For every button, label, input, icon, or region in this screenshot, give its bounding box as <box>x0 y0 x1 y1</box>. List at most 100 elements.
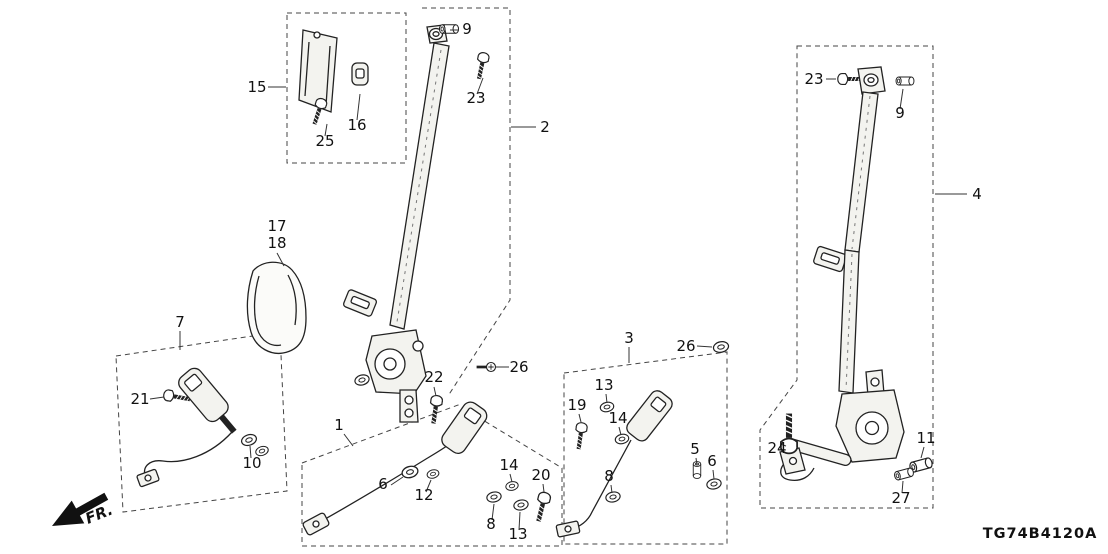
callout-18: 18 <box>267 234 286 252</box>
leader-line <box>779 443 787 447</box>
leader-line <box>491 503 495 521</box>
pillar-garnish-part <box>298 29 338 113</box>
bushing-27 <box>893 466 915 482</box>
boundary-belt-4 <box>759 45 934 509</box>
callout-6-left: 6 <box>378 475 388 493</box>
washer-8-left <box>485 490 503 504</box>
washer-12 <box>425 467 441 481</box>
callout-27: 27 <box>891 489 910 507</box>
leader-line <box>920 446 925 459</box>
callout-14-left: 14 <box>499 456 518 474</box>
leader-line <box>149 396 165 400</box>
leader-line <box>578 413 582 423</box>
callout-17: 17 <box>267 217 286 235</box>
callout-26-left: 26 <box>509 358 528 376</box>
callout-9-left: 9 <box>462 20 472 38</box>
boundary-buckle-7 <box>115 331 288 513</box>
leader-line <box>618 426 622 436</box>
callout-22: 22 <box>424 368 443 386</box>
callout-12: 12 <box>414 486 433 504</box>
leader-line <box>610 484 613 494</box>
leader-line <box>696 345 713 348</box>
leader-line <box>433 386 437 397</box>
leader-lines <box>149 29 967 531</box>
callout-24: 24 <box>767 439 786 457</box>
leader-line <box>509 473 513 483</box>
callout-16: 16 <box>347 116 366 134</box>
leader-line <box>605 393 608 404</box>
boundary-belt-2 <box>422 7 511 397</box>
callout-23-right: 23 <box>804 70 823 88</box>
callout-13-right: 13 <box>594 376 613 394</box>
callout-8-left: 8 <box>486 515 496 533</box>
callout-14-right: 14 <box>608 409 627 427</box>
leader-line <box>476 77 484 95</box>
fr-direction-indicator: FR. <box>52 492 115 528</box>
washer-8-right <box>604 490 622 504</box>
leader-line <box>356 93 361 121</box>
callout-25: 25 <box>315 132 334 150</box>
callout-11: 11 <box>916 429 935 447</box>
bolt-23-left <box>474 52 490 80</box>
retractor-outer <box>365 329 427 423</box>
callout-8-right: 8 <box>604 467 614 485</box>
anchor-cover-part <box>246 261 307 355</box>
leader-line <box>390 476 404 486</box>
buckle-set-3 <box>555 390 723 538</box>
buckle-1-body <box>441 401 488 454</box>
bolt-20 <box>533 491 552 523</box>
callout-15: 15 <box>247 78 266 96</box>
diagram-part-code: TG74B4120A <box>983 526 1098 542</box>
callout-10: 10 <box>242 454 261 472</box>
callout-13-left: 13 <box>508 525 527 543</box>
leader-line <box>712 469 715 480</box>
callouts: 9 23 2 15 16 25 17 18 7 21 10 22 26 1 6 … <box>130 20 981 543</box>
anchor-plate-3 <box>555 520 581 538</box>
leader-line <box>542 483 545 493</box>
retractor-inner <box>780 369 905 482</box>
washer-14-right <box>613 432 631 446</box>
boundary-lapbelt-1 <box>301 404 563 547</box>
bolt-22 <box>428 395 443 424</box>
callout-7: 7 <box>175 313 185 331</box>
seatbelt-assembly-outer <box>342 24 497 424</box>
dashed-boundaries <box>115 7 934 547</box>
seatbelt-assembly-inner <box>711 66 934 482</box>
leader-line <box>343 433 354 447</box>
callout-4: 4 <box>972 185 982 203</box>
bolt-19 <box>573 422 587 450</box>
latch-plate-inner <box>813 245 847 273</box>
washer-14-left <box>504 479 520 493</box>
callout-3: 3 <box>624 329 634 347</box>
screw-26-left <box>475 361 497 373</box>
leader-line <box>899 88 904 110</box>
washer-6-left <box>400 463 420 481</box>
latch-plate-outer <box>342 289 378 317</box>
buckle-3-body <box>626 390 673 442</box>
callout-2: 2 <box>540 118 550 136</box>
callout-6-right: 6 <box>707 452 717 470</box>
leader-line <box>901 480 904 494</box>
washer-retractor <box>353 372 371 388</box>
leader-line <box>518 511 521 531</box>
callout-26-right: 26 <box>676 337 695 355</box>
leader-line <box>276 252 285 267</box>
callout-23-left: 23 <box>466 89 485 107</box>
bushing-9-left <box>438 24 460 34</box>
buckle-set-7 <box>136 367 270 488</box>
callout-5: 5 <box>690 440 700 458</box>
lapbelt-set-1 <box>302 401 552 536</box>
leader-line <box>324 123 328 137</box>
leader-line <box>249 445 252 459</box>
anchor-plate-7 <box>136 468 160 488</box>
callout-9-right: 9 <box>895 104 905 122</box>
garnish-clip-part <box>351 62 369 86</box>
boundary-buckle-3 <box>563 351 728 545</box>
leader-line <box>425 479 432 493</box>
nut-9-right <box>895 76 915 86</box>
callout-21: 21 <box>130 390 149 408</box>
callout-19: 19 <box>567 396 586 414</box>
leader-line <box>695 457 698 466</box>
